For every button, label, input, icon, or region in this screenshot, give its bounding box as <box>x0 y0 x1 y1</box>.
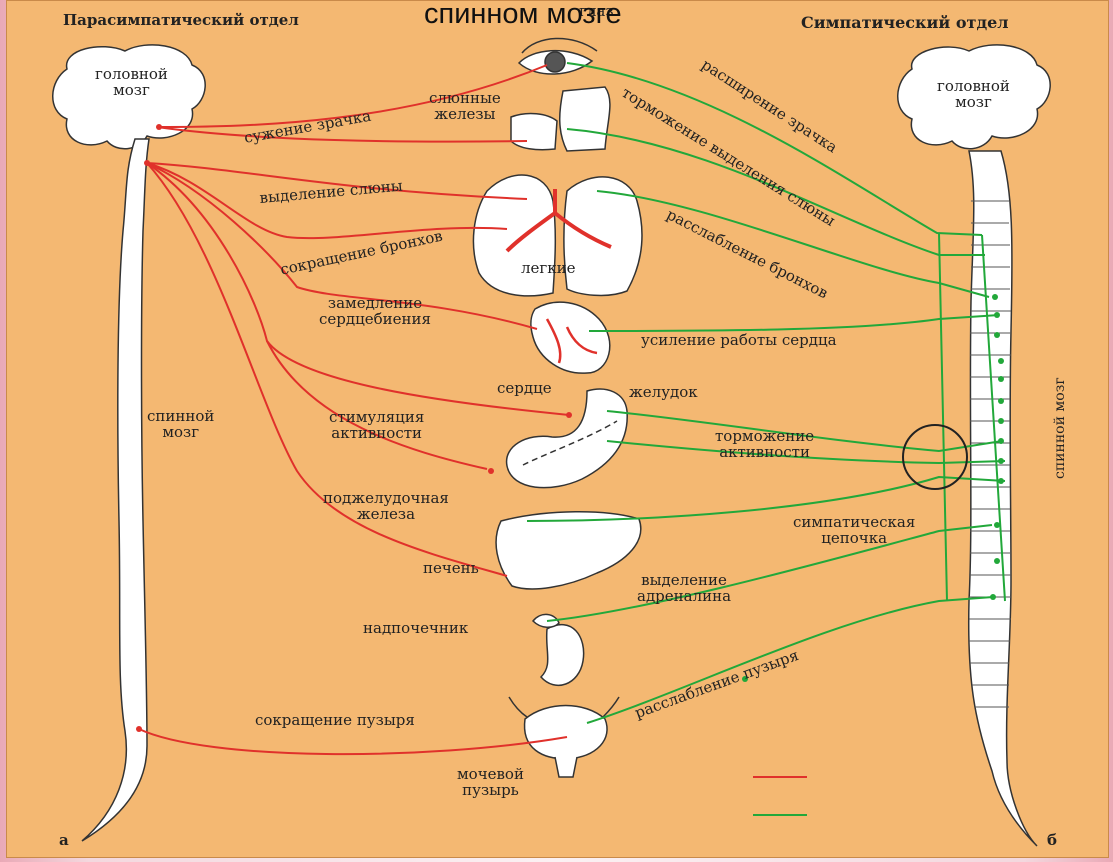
pancreas-label: поджелудочная железа <box>323 491 449 523</box>
panel-a-label: а <box>59 833 69 849</box>
heart-organ <box>531 302 610 373</box>
symp-adrenaline-label: выделение адреналина <box>637 573 731 605</box>
liver-organ <box>496 512 641 589</box>
symp-heart-label: усиление работы сердца <box>641 333 837 349</box>
para-heart-label: замедление сердцебиения <box>319 296 431 328</box>
bladder-label: мочевой пузырь <box>457 767 524 799</box>
para-header: Парасимпатический отдел <box>63 13 299 29</box>
eye-organ <box>519 38 597 74</box>
para-activity-label: стимуляция активности <box>329 410 424 442</box>
overlay-caption: спинном мозге <box>424 0 622 31</box>
solar-plexus-circle <box>903 425 967 489</box>
salivary-label: слюнные железы <box>429 91 501 123</box>
sympathetic-ganglia <box>742 294 1004 682</box>
adrenal-kidney-organ <box>533 614 584 685</box>
heart-label: сердце <box>497 381 552 397</box>
brain-right-label: головной мозг <box>937 79 1010 111</box>
symp-header: Симпатический отдел <box>801 15 1009 32</box>
stomach-label: желудок <box>629 385 698 401</box>
diagram-panel: Парасимпатический отдел Симпатический от… <box>6 0 1109 858</box>
symp-activity-label: торможение активности <box>715 429 814 461</box>
panel-b-label: б <box>1047 833 1057 849</box>
spinal-left-label: спинной мозг <box>147 409 214 441</box>
brain-left-label: головной мозг <box>95 67 168 99</box>
adrenal-label: надпочечник <box>363 621 468 637</box>
liver-label: печень <box>423 561 479 577</box>
lungs-label: легкие <box>521 261 576 277</box>
stomach-organ <box>507 389 628 488</box>
symp-chain-label: симпатическая цепочка <box>793 515 915 547</box>
left-spinal-cord <box>82 139 149 841</box>
spinal-right-label: спинной мозг <box>1053 377 1068 479</box>
para-bladder-label: сокращение пузыря <box>255 713 415 729</box>
